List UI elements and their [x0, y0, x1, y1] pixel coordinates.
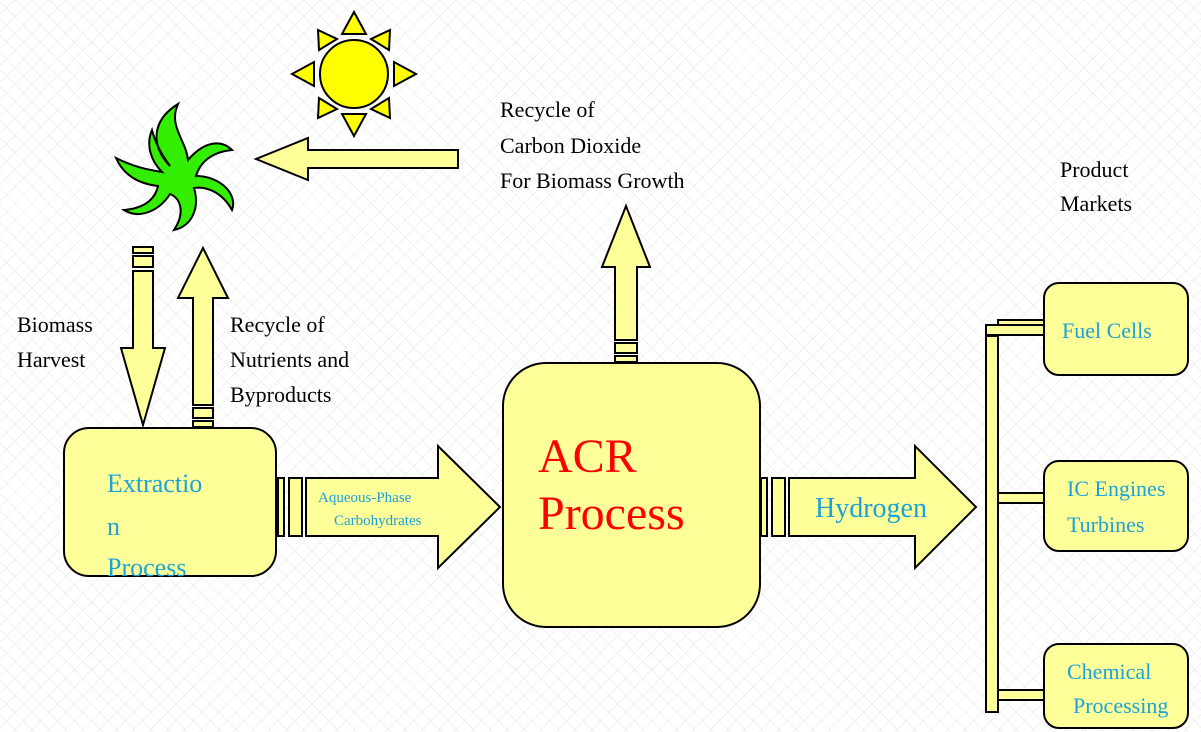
hydrogen-label: Hydrogen: [815, 493, 927, 524]
ic-engines-line-2: Turbines: [1067, 512, 1145, 537]
co2-recycle-label-3: For Biomass Growth: [500, 168, 685, 193]
biomass-harvest-label-2: Harvest: [17, 347, 86, 372]
co2-recycle-label-2: Carbon Dioxide: [500, 133, 642, 158]
chemical-processing-box: Chemical Processing: [1043, 643, 1189, 729]
acr-line-2: Process: [538, 487, 685, 540]
aqueous-phase-label-1: Aqueous-Phase: [318, 490, 412, 506]
nutrient-recycle-label-3: Byproducts: [230, 382, 332, 407]
hydrogen-arrow: [760, 443, 978, 571]
product-markets-label-2: Markets: [1060, 191, 1133, 216]
nutrient-recycle-label-2: Nutrients and: [230, 347, 350, 372]
aqueous-phase-arrow: [277, 443, 502, 571]
extraction-process-box: Extractio n Process: [63, 427, 277, 582]
sun-icon: [289, 9, 419, 139]
biomass-harvest-label-1: Biomass: [17, 312, 93, 337]
extraction-line-2: n: [107, 512, 120, 541]
plant-icon: [113, 101, 235, 232]
acr-process-box: ACR Process: [502, 362, 761, 628]
co2-to-plant-arrow: [253, 136, 459, 182]
aqueous-phase-label-2: Carbohydrates: [334, 513, 422, 529]
nutrient-recycle-arrow: [176, 245, 230, 428]
nutrient-recycle-label-1: Recycle of: [230, 312, 325, 337]
ic-engines-line-1: IC Engines: [1067, 476, 1166, 501]
co2-recycle-label-1: Recycle of: [500, 97, 595, 122]
ic-engines-box: IC Engines Turbines: [1043, 460, 1189, 552]
distribution-bracket: [985, 319, 1045, 713]
extraction-line-1: Extractio: [107, 469, 203, 498]
fuel-cells-label: Fuel Cells: [1062, 318, 1152, 343]
extraction-line-3: Process: [107, 553, 187, 582]
co2-up-arrow: [600, 203, 652, 363]
product-markets-label-1: Product: [1060, 157, 1129, 182]
chemical-line-1: Chemical: [1067, 659, 1152, 684]
chemical-line-2: Processing: [1073, 693, 1169, 718]
biomass-harvest-arrow: [119, 246, 167, 429]
fuel-cells-box: Fuel Cells: [1043, 282, 1189, 376]
acr-line-1: ACR: [538, 430, 637, 483]
